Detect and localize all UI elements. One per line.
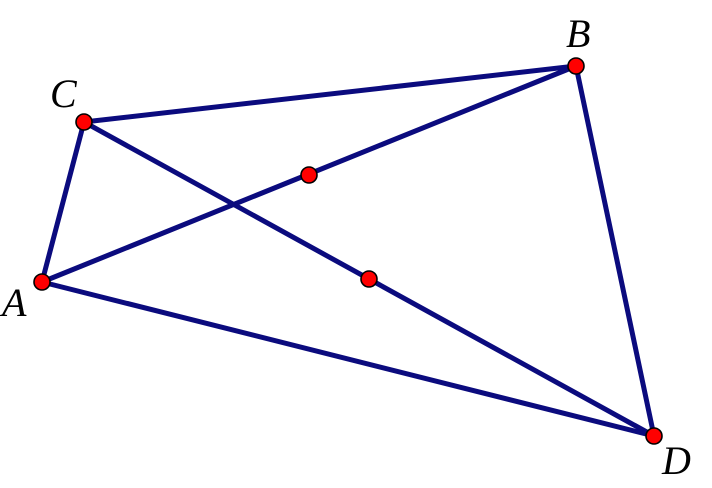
label-c: C xyxy=(50,71,78,116)
label-b: B xyxy=(566,11,590,56)
point-c xyxy=(75,113,93,131)
point-d xyxy=(645,427,663,445)
point-a xyxy=(33,273,51,291)
point-midpoint-ab xyxy=(300,166,318,184)
segment-ad xyxy=(39,279,657,439)
segment-ca xyxy=(39,119,87,285)
point-midpoint-cd xyxy=(360,270,378,288)
segment-cb xyxy=(81,63,579,125)
label-a: A xyxy=(0,280,27,325)
segment-bd xyxy=(573,63,657,439)
point-b xyxy=(567,57,585,75)
label-d: D xyxy=(661,438,691,483)
